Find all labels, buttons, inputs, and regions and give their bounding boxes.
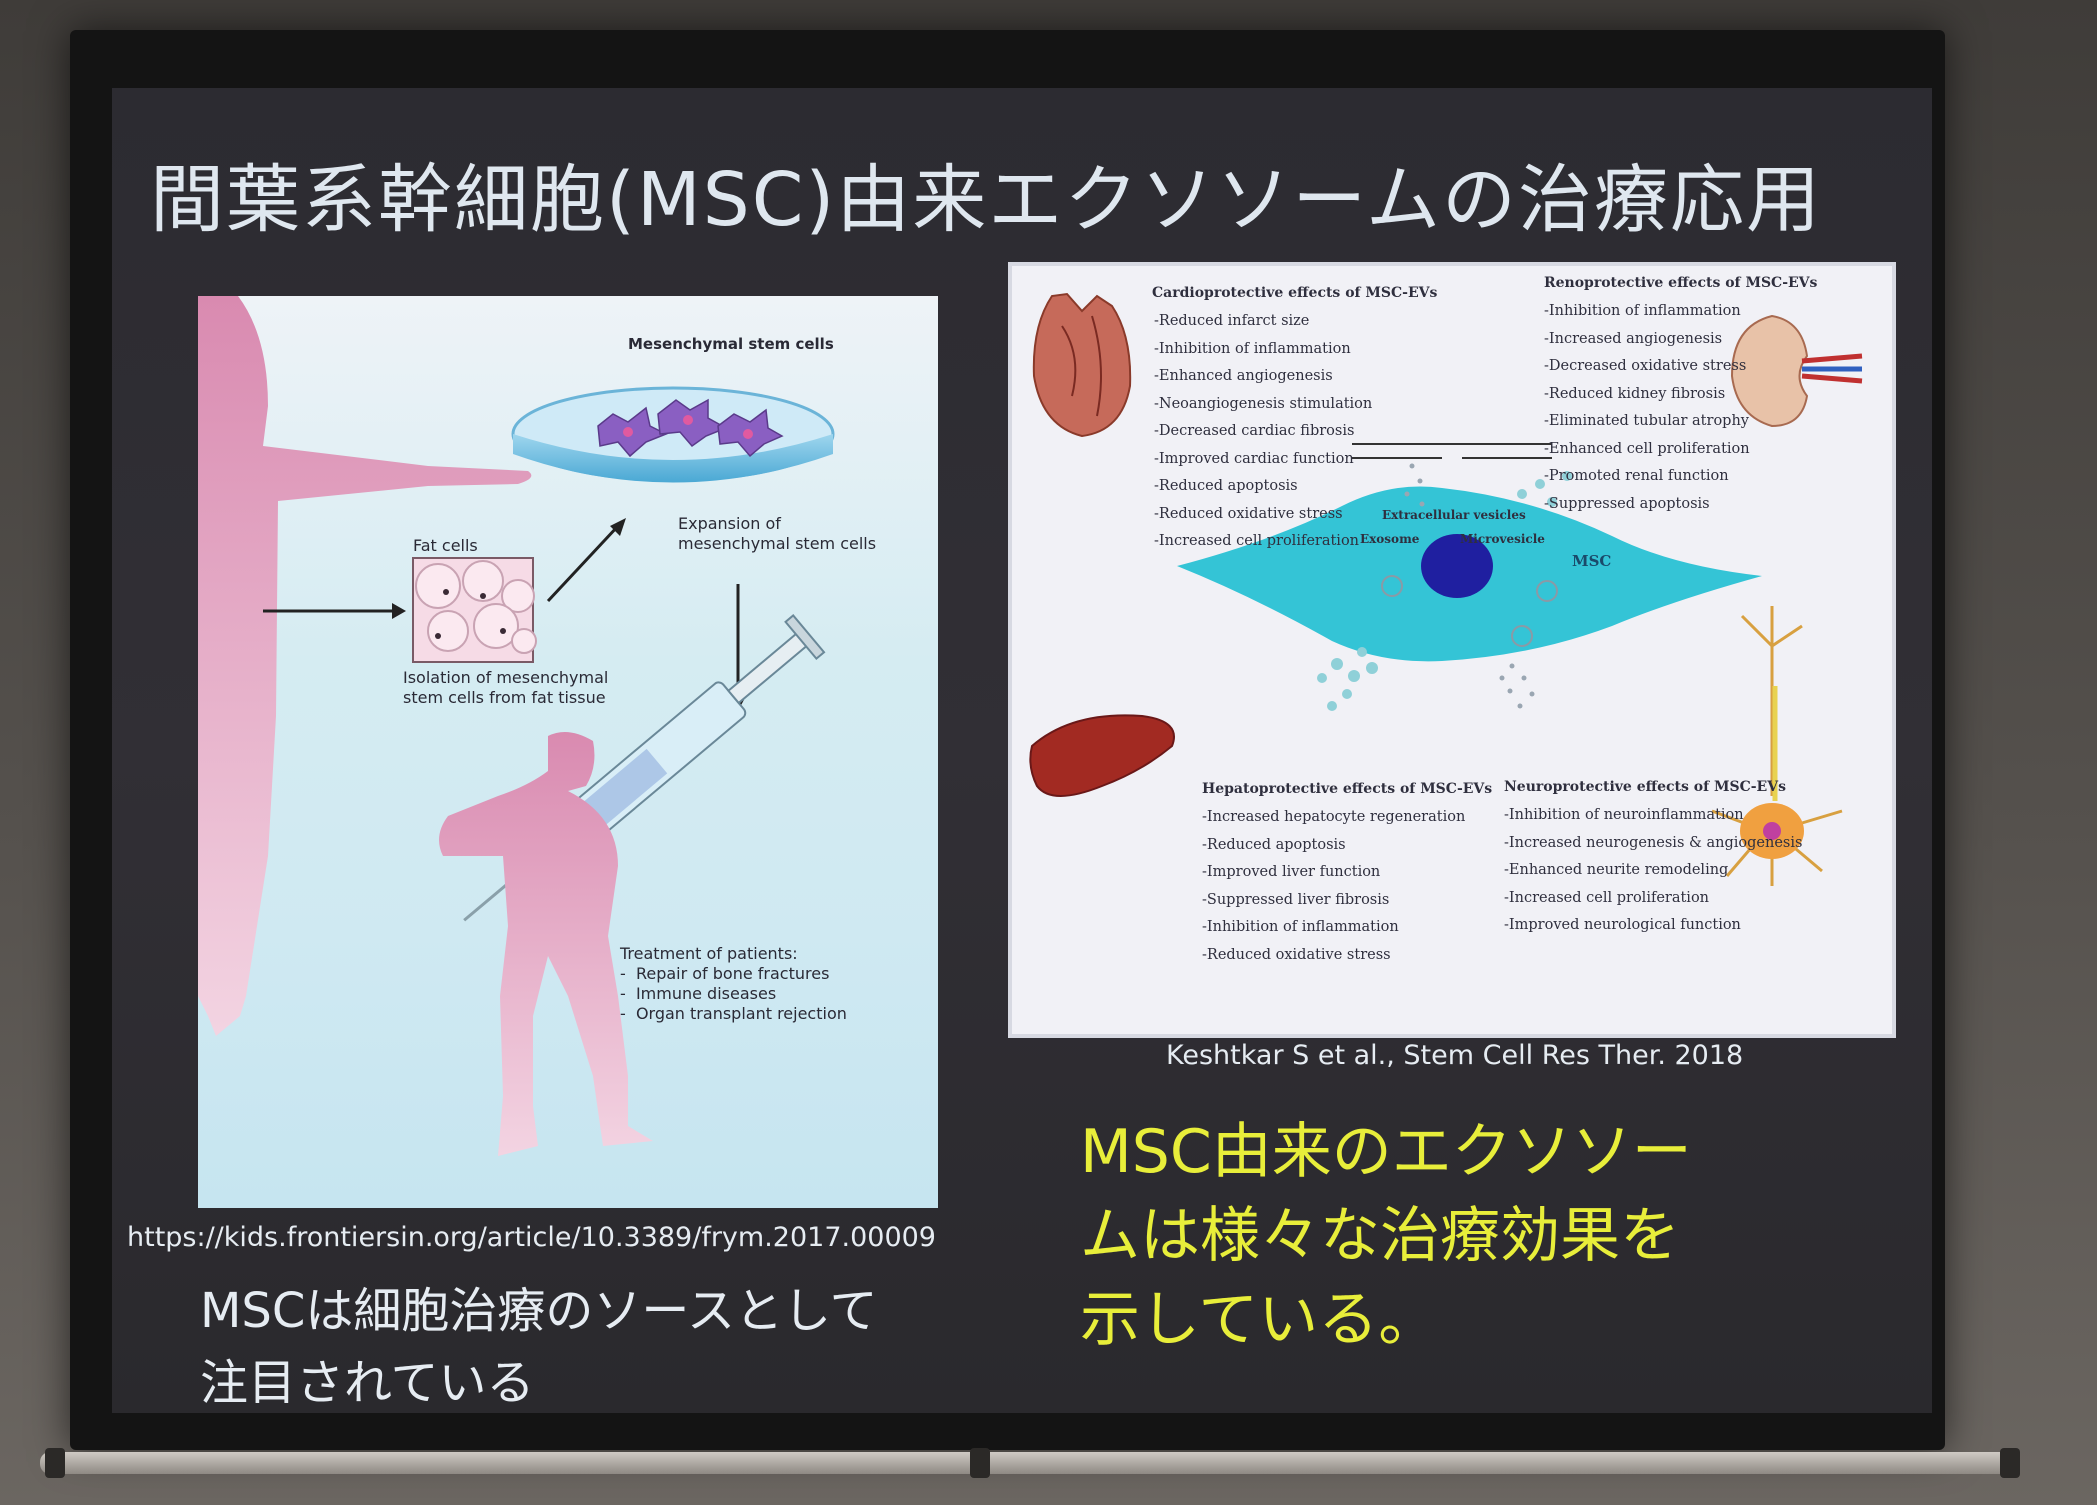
list-item: -Decreased cardiac fibrosis bbox=[1154, 423, 1355, 439]
list-item: -Promoted renal function bbox=[1544, 468, 1729, 484]
label-extracellular-vesicles: Extracellular vesicles bbox=[1382, 508, 1526, 522]
cardio-heading: Cardioprotective effects of MSC-EVs bbox=[1152, 285, 1438, 301]
list-item: -Inhibition of inflammation bbox=[1154, 340, 1351, 357]
left-figure-msc-therapy: Mesenchymal stem cells Expansion of mese… bbox=[198, 296, 938, 1208]
reno-heading: Renoprotective effects of MSC-EVs bbox=[1544, 275, 1818, 291]
list-item: -Enhanced angiogenesis bbox=[1154, 368, 1333, 384]
neuro-heading: Neuroprotective effects of MSC-EVs bbox=[1504, 779, 1786, 795]
kidney-illustration bbox=[1730, 314, 1863, 428]
cardio-list: -Reduced infarct size -Inhibition of inf… bbox=[1154, 308, 1372, 556]
list-item: -Reduced apoptosis bbox=[1154, 478, 1298, 494]
slide-title: 間葉系幹細胞(MSC)由来エクソソームの治療応用 bbox=[150, 157, 1823, 243]
list-item: -Reduced oxidative stress bbox=[1202, 946, 1391, 963]
rail-center-hook bbox=[970, 1448, 990, 1478]
list-item: -Increased neurogenesis & angiogenesis bbox=[1504, 834, 1803, 851]
list-item: -Increased cell proliferation bbox=[1504, 889, 1710, 906]
label-exosome: Exosome bbox=[1360, 532, 1420, 546]
list-item: -Enhanced cell proliferation bbox=[1544, 440, 1750, 457]
label-fat-cells: Fat cells bbox=[413, 536, 478, 555]
list-item: -Increased cell proliferation bbox=[1154, 533, 1360, 549]
person-donor bbox=[198, 296, 532, 1036]
list-item: -Reduced oxidative stress bbox=[1154, 505, 1343, 522]
rail-end-cap-right bbox=[2000, 1448, 2020, 1478]
caption-left-line1: MSCは細胞治療のソースとして bbox=[200, 1283, 878, 1339]
neuro-list: -Inhibition of neuroinflammation -Increa… bbox=[1504, 802, 1802, 940]
source-url-left: https://kids.frontiersin.org/article/10.… bbox=[127, 1222, 936, 1253]
list-item: -Increased hepatocyte regeneration bbox=[1202, 809, 1466, 825]
citation: Keshtkar S et al., Stem Cell Res Ther. 2… bbox=[1166, 1040, 1744, 1071]
list-item: -Improved neurological function bbox=[1504, 917, 1741, 933]
reno-list: -Inhibition of inflammation -Increased a… bbox=[1544, 298, 1750, 518]
list-item: -Increased angiogenesis bbox=[1544, 330, 1723, 347]
hepato-heading: Hepatoprotective effects of MSC-EVs bbox=[1202, 781, 1493, 797]
list-item: -Reduced infarct size bbox=[1154, 313, 1310, 329]
msc-nucleus bbox=[1421, 534, 1493, 598]
label-treatment-title: Treatment of patients: bbox=[620, 944, 798, 963]
list-item: -Decreased oxidative stress bbox=[1544, 358, 1747, 374]
list-item: -Inhibition of inflammation bbox=[1202, 919, 1399, 935]
rail-end-cap-left bbox=[45, 1448, 65, 1478]
label-microvesicle: Microvesicle bbox=[1460, 532, 1545, 546]
hepato-list: -Increased hepatocyte regeneration -Redu… bbox=[1202, 804, 1465, 969]
label-mesenchymal-stem-cells: Mesenchymal stem cells bbox=[628, 335, 834, 353]
list-item: -Eliminated tubular atrophy bbox=[1544, 413, 1749, 429]
label-isolation-line1: Isolation of mesenchymal bbox=[403, 668, 609, 687]
treatment-item: - Immune diseases bbox=[620, 984, 777, 1003]
person-patient bbox=[439, 732, 653, 1156]
list-item: -Reduced apoptosis bbox=[1202, 836, 1346, 853]
list-item: -Inhibition of inflammation bbox=[1544, 303, 1741, 319]
caption-left: MSCは細胞治療のソースとして 注目されている bbox=[200, 1275, 940, 1419]
label-expansion-line1: Expansion of bbox=[678, 514, 781, 533]
screen-bottom-rail bbox=[40, 1452, 2020, 1474]
list-item: -Reduced kidney fibrosis bbox=[1544, 385, 1726, 402]
right-figure-illustration bbox=[1029, 292, 1863, 886]
liver-illustration bbox=[1029, 714, 1175, 797]
heart-illustration bbox=[1032, 292, 1132, 438]
neuron-illustration bbox=[1711, 606, 1843, 886]
list-item: -Inhibition of neuroinflammation bbox=[1504, 807, 1744, 823]
right-figure-msc-ev-effects: Cardioprotective effects of MSC-EVs -Red… bbox=[1012, 266, 1892, 1034]
list-item: -Enhanced neurite remodeling bbox=[1504, 862, 1729, 878]
label-msc: MSC bbox=[1572, 552, 1612, 570]
label-isolation-line2: stem cells from fat tissue bbox=[403, 688, 606, 707]
list-item: -Improved cardiac function bbox=[1154, 450, 1354, 467]
list-item: -Suppressed liver fibrosis bbox=[1202, 891, 1390, 908]
caption-right: MSC由来のエクソソー ムは様々な治療効果を 示している。 bbox=[1080, 1110, 1840, 1362]
list-item: -Suppressed apoptosis bbox=[1544, 495, 1710, 512]
caption-right-line2: ムは様々な治療効果を bbox=[1080, 1201, 1680, 1271]
list-item: -Improved liver function bbox=[1202, 864, 1381, 880]
caption-left-line2: 注目されている bbox=[200, 1355, 535, 1411]
label-expansion-line2: mesenchymal stem cells bbox=[678, 534, 877, 553]
left-figure-illustration bbox=[198, 296, 835, 1156]
caption-right-line3: 示している。 bbox=[1080, 1285, 1439, 1355]
list-item: -Neoangiogenesis stimulation bbox=[1154, 395, 1373, 412]
treatment-item: - Organ transplant rejection bbox=[620, 1004, 847, 1023]
caption-right-line1: MSC由来のエクソソー bbox=[1080, 1117, 1692, 1187]
treatment-item: - Repair of bone fractures bbox=[620, 964, 830, 983]
